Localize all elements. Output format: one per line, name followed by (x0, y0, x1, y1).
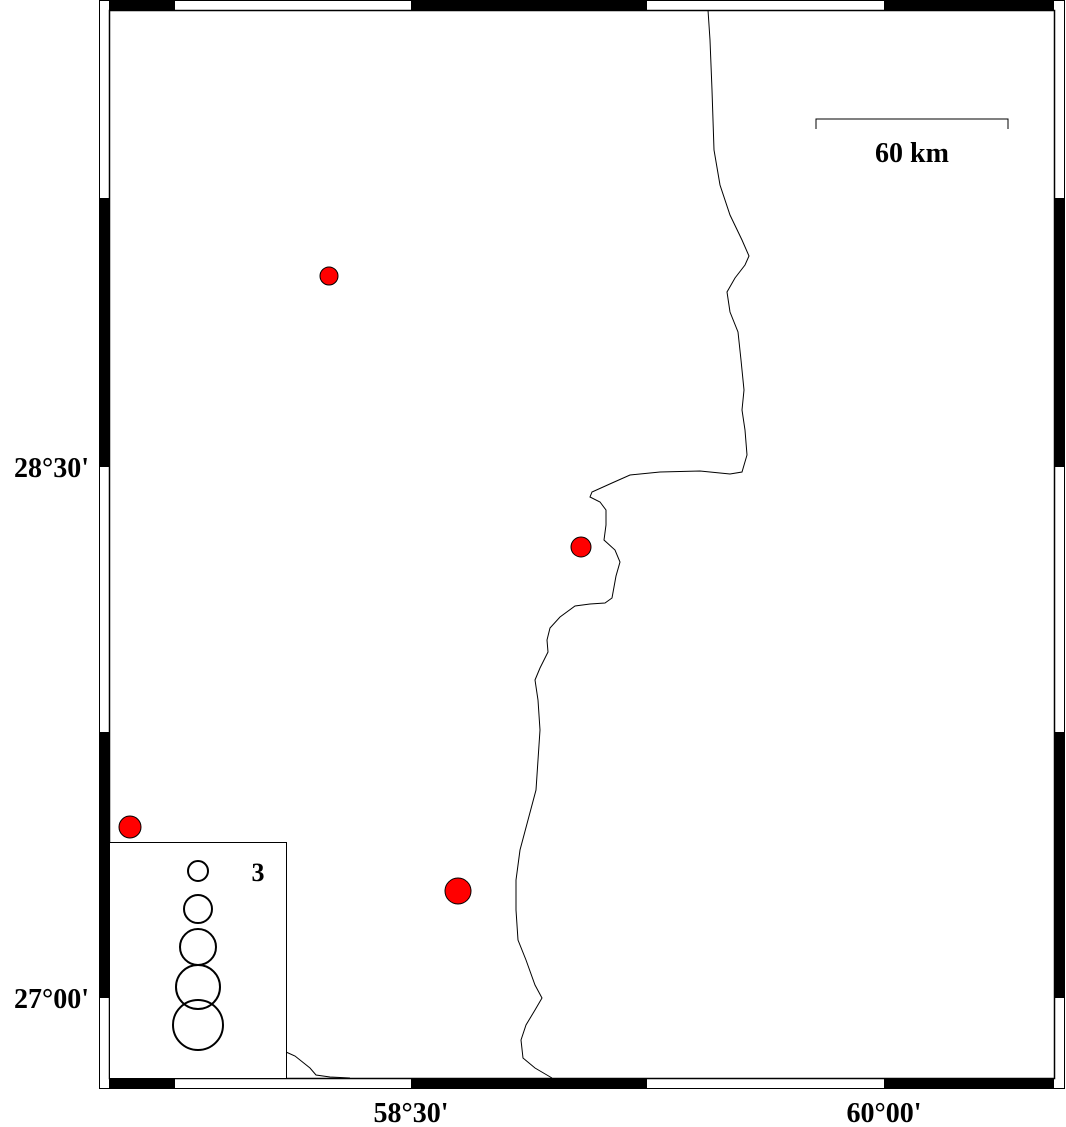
earthquake-events (118, 266, 592, 905)
event-marker[interactable] (444, 877, 472, 905)
event-marker[interactable] (319, 266, 339, 286)
axis-labels: 58°30' 60°00' 28°30' 27°00' (14, 453, 921, 1127)
event-marker[interactable] (570, 536, 592, 558)
scale-bar-label: 60 km (875, 138, 949, 169)
coastline-sw (285, 1051, 351, 1079)
x-tick-label: 58°30' (374, 1098, 449, 1127)
magnitude-legend: 3 (109, 842, 287, 1079)
y-tick-label: 27°00' (14, 984, 89, 1015)
x-tick-label: 60°00' (847, 1098, 922, 1127)
coastline (515, 9, 750, 1079)
scale-bar: 60 km (815, 118, 1009, 169)
y-tick-label: 28°30' (14, 453, 89, 484)
legend-label: 3 (252, 858, 265, 887)
event-marker[interactable] (118, 815, 142, 839)
